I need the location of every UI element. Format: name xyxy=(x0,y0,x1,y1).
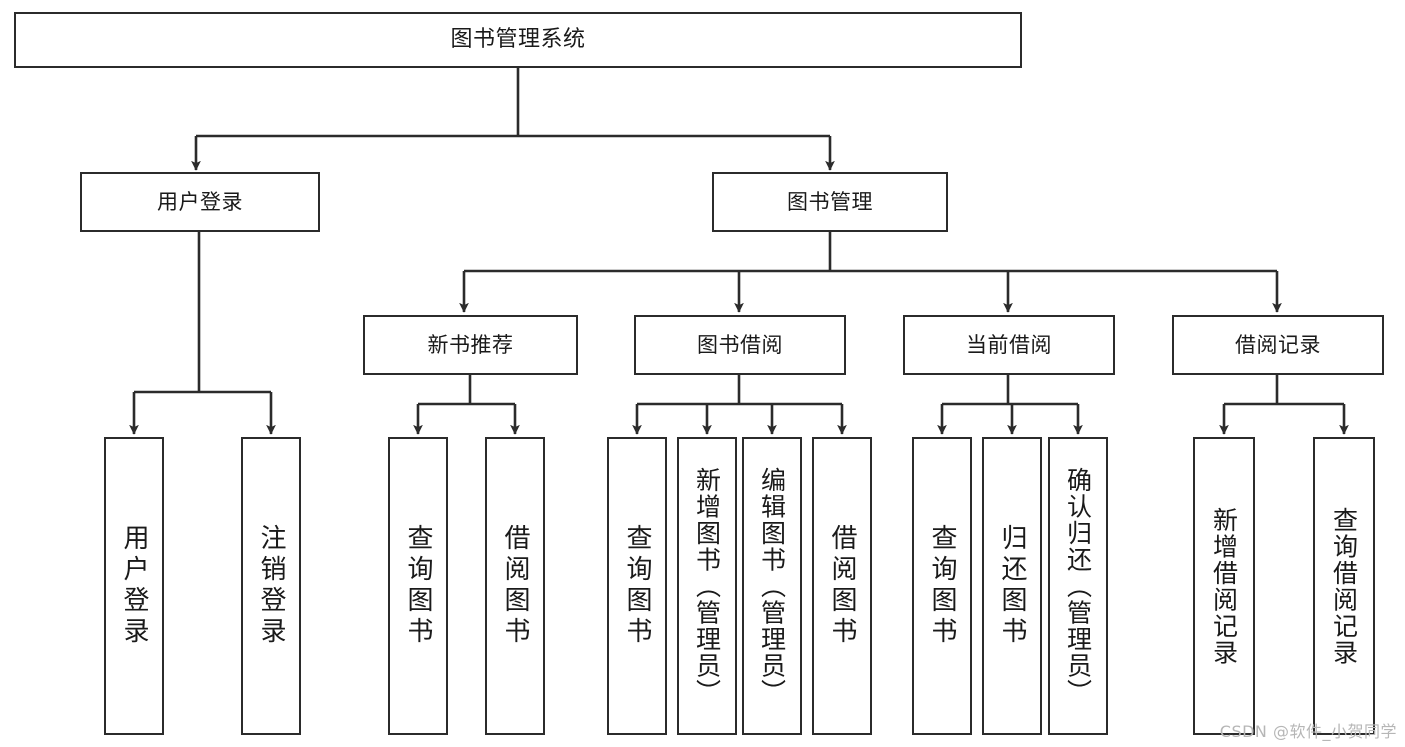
node-label: 归还图书 xyxy=(997,524,1027,648)
node-label: 借阅图书 xyxy=(500,524,530,648)
node-label: 查询图书 xyxy=(622,524,652,648)
csdn-watermark: CSDN @软件_小贺同学 xyxy=(1219,722,1397,741)
leaf-borrow-edit-book-admin[interactable]: 编辑图书（管理员） xyxy=(742,437,802,735)
leaf-borrow-query-book[interactable]: 查询图书 xyxy=(607,437,667,735)
node-label: 用户登录 xyxy=(157,189,243,214)
node-book-borrow[interactable]: 图书借阅 xyxy=(634,315,846,375)
node-label: 查询图书 xyxy=(927,524,957,648)
node-label: 编辑图书（管理员） xyxy=(757,466,787,706)
node-label: 新增借阅记录 xyxy=(1209,506,1239,666)
node-user-login[interactable]: 用户登录 xyxy=(80,172,320,232)
node-new-book-recommend[interactable]: 新书推荐 xyxy=(363,315,578,375)
node-label: 查询借阅记录 xyxy=(1329,506,1359,666)
node-root-system[interactable]: 图书管理系统 xyxy=(14,12,1022,68)
node-label: 注销登录 xyxy=(256,524,286,648)
leaf-current-query-book[interactable]: 查询图书 xyxy=(912,437,972,735)
node-label: 查询图书 xyxy=(403,524,433,648)
leaf-records-query-record[interactable]: 查询借阅记录 xyxy=(1313,437,1375,735)
leaf-current-confirm-return-admin[interactable]: 确认归还（管理员） xyxy=(1048,437,1108,735)
node-borrow-records[interactable]: 借阅记录 xyxy=(1172,315,1384,375)
leaf-user-login-signout[interactable]: 注销登录 xyxy=(241,437,301,735)
leaf-new-book-query[interactable]: 查询图书 xyxy=(388,437,448,735)
leaf-new-book-borrow[interactable]: 借阅图书 xyxy=(485,437,545,735)
node-label: 确认归还（管理员） xyxy=(1063,466,1093,706)
leaf-borrow-borrow-book[interactable]: 借阅图书 xyxy=(812,437,872,735)
node-current-borrow[interactable]: 当前借阅 xyxy=(903,315,1115,375)
leaf-records-add-record[interactable]: 新增借阅记录 xyxy=(1193,437,1255,735)
leaf-current-return-book[interactable]: 归还图书 xyxy=(982,437,1042,735)
node-label: 用户登录 xyxy=(119,524,149,648)
node-label: 借阅记录 xyxy=(1235,332,1321,357)
leaf-user-login-signin[interactable]: 用户登录 xyxy=(104,437,164,735)
leaf-borrow-add-book-admin[interactable]: 新增图书（管理员） xyxy=(677,437,737,735)
node-label: 当前借阅 xyxy=(966,332,1052,357)
node-label: 借阅图书 xyxy=(827,524,857,648)
node-label: 图书管理 xyxy=(787,189,873,214)
node-label: 新书推荐 xyxy=(427,332,514,357)
node-label: 新增图书（管理员） xyxy=(692,466,722,706)
node-book-management[interactable]: 图书管理 xyxy=(712,172,948,232)
node-label: 图书借阅 xyxy=(697,332,783,357)
node-label: 图书管理系统 xyxy=(450,27,586,53)
